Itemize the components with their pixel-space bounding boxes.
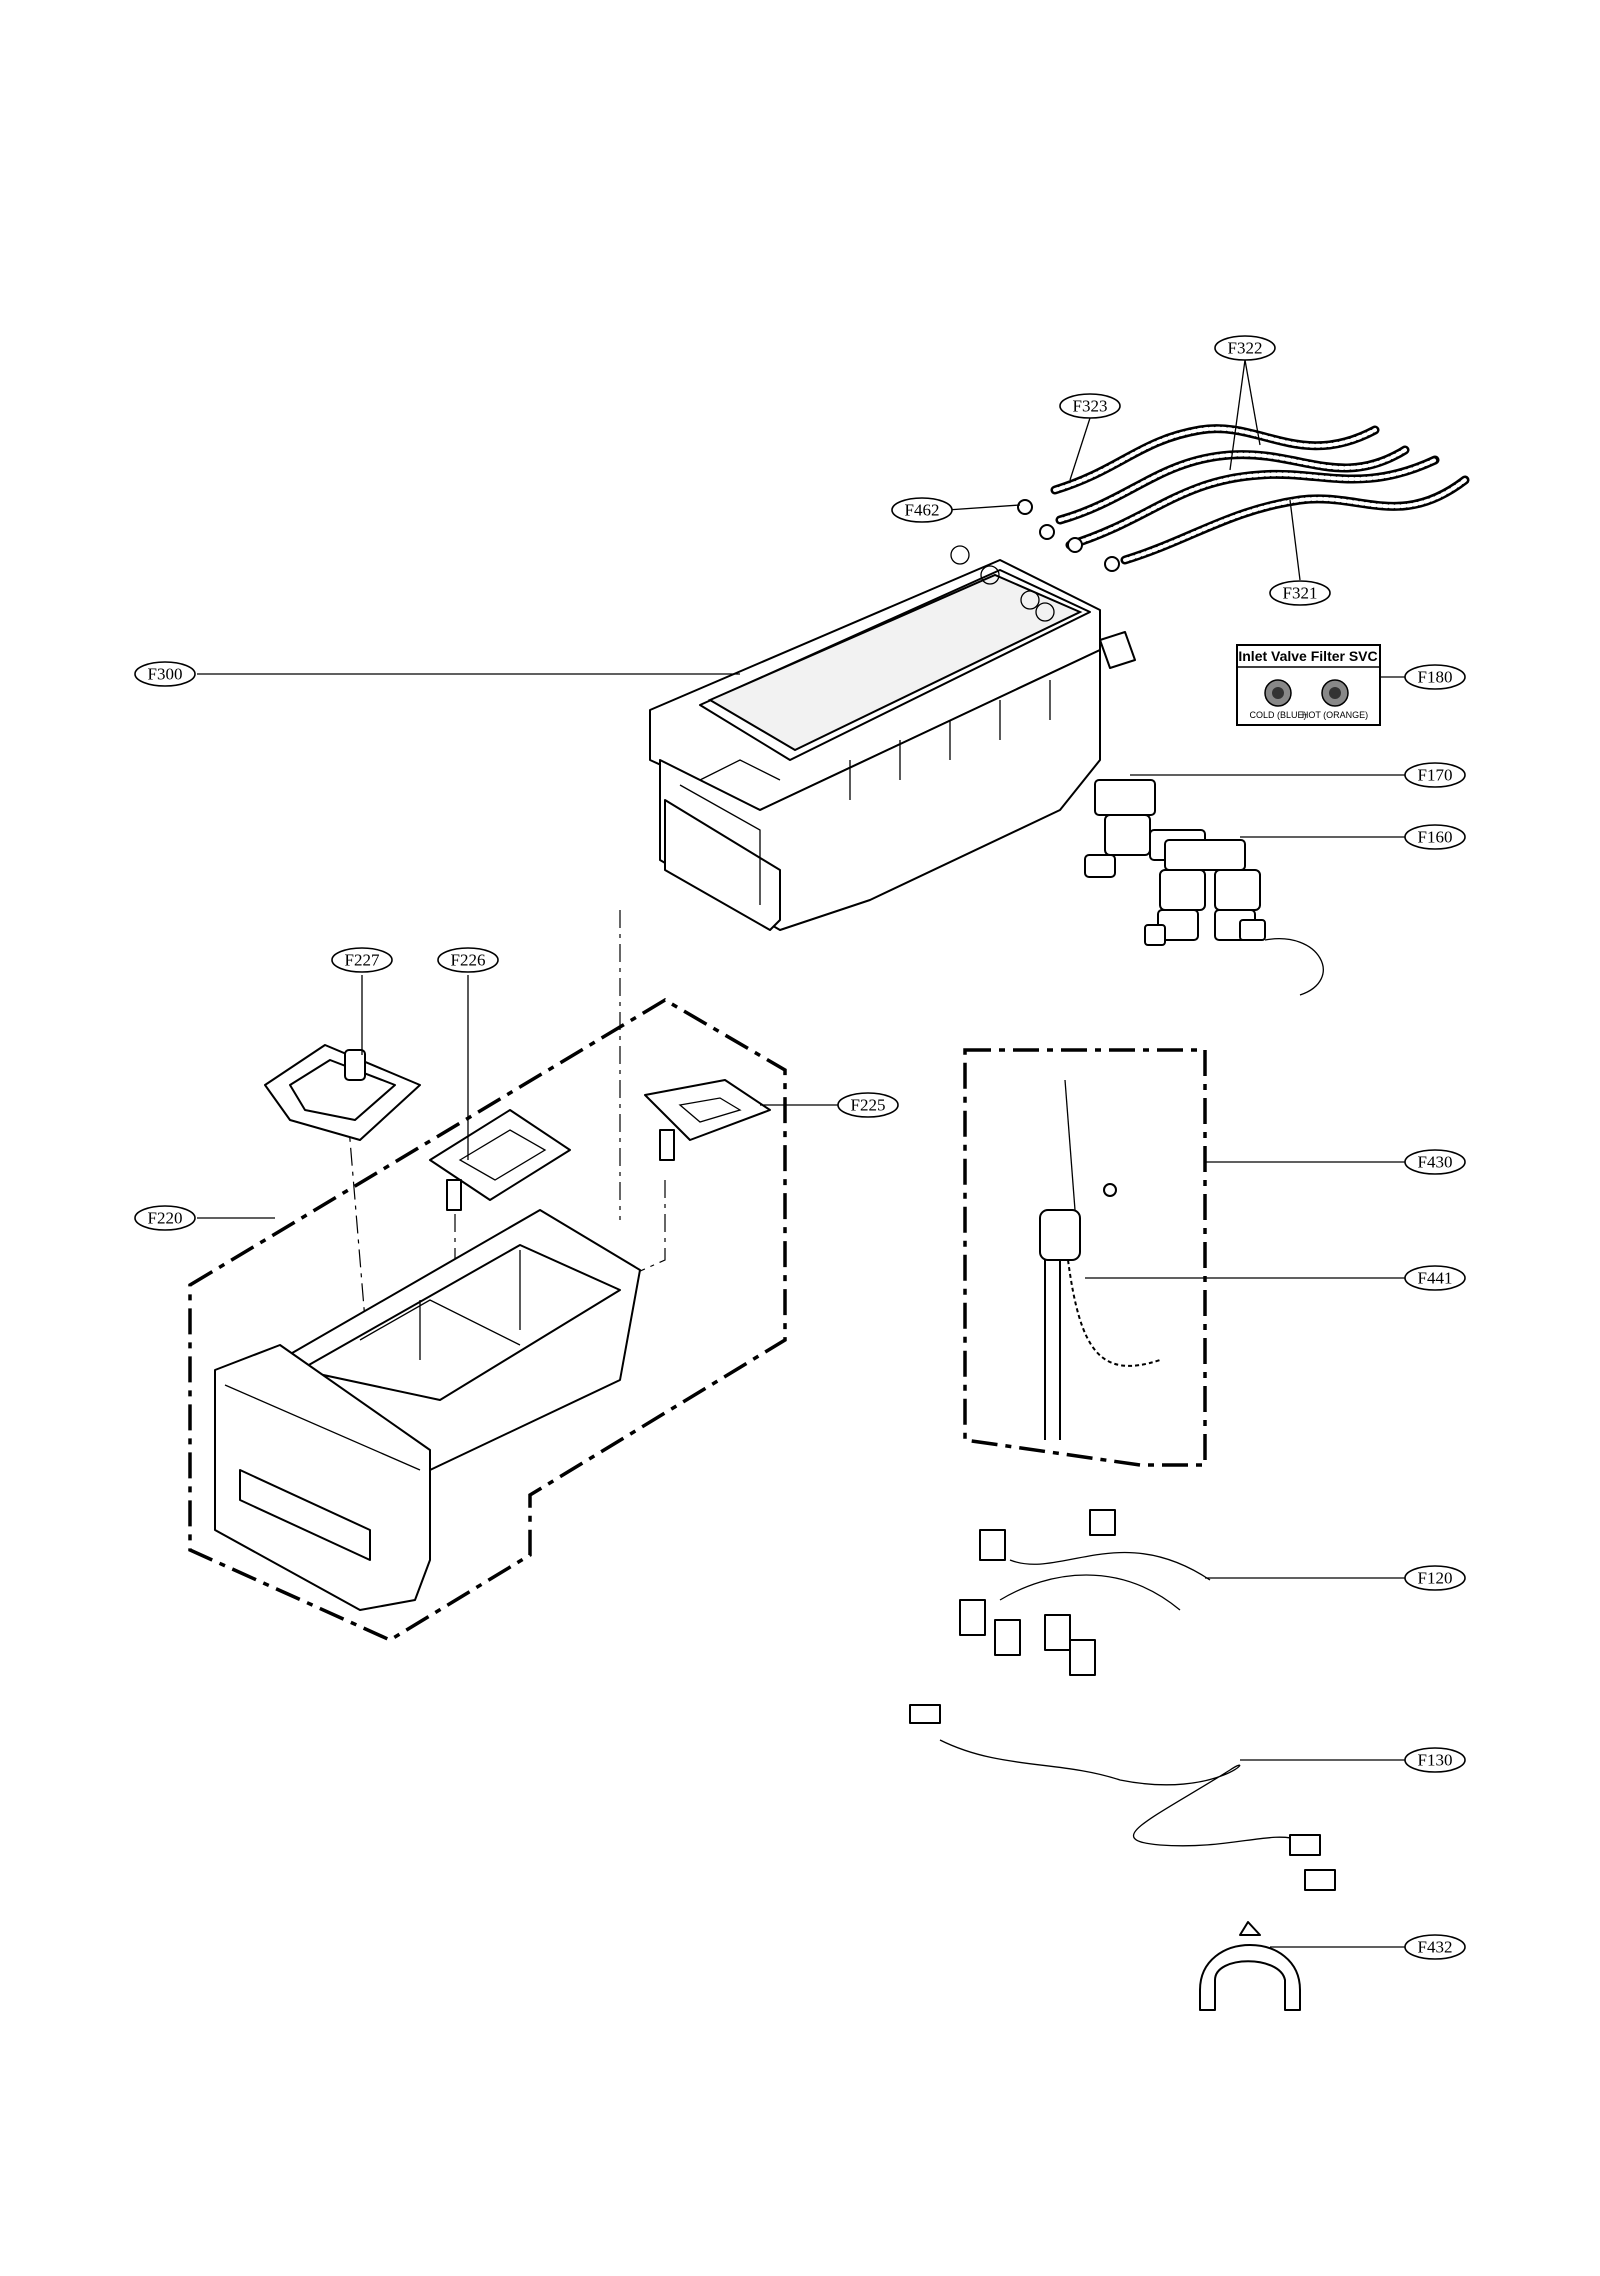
- svg-text:F130: F130: [1418, 1751, 1453, 1770]
- drawer-assembly-boundary: [188, 997, 787, 1642]
- part-labels: F322 F323 F462 F321 F300 F180 F170 F160: [134, 335, 1466, 1960]
- svg-text:F300: F300: [148, 665, 183, 684]
- svg-text:F220: F220: [148, 1209, 183, 1228]
- label-f226: F226: [437, 947, 499, 973]
- cold-caption: COLD (BLUE): [1249, 710, 1306, 720]
- svg-text:F321: F321: [1283, 584, 1318, 603]
- softener-cap: [429, 1109, 571, 1211]
- label-f462: F462: [891, 497, 953, 523]
- hot-caption: HOT (ORANGE): [1302, 710, 1368, 720]
- svg-text:F226: F226: [451, 951, 486, 970]
- label-f160: F160: [1404, 824, 1466, 850]
- svg-text:F462: F462: [905, 501, 940, 520]
- filter-panel-title: Inlet Valve Filter SVC: [1238, 648, 1377, 664]
- label-f432: F432: [1404, 1934, 1466, 1960]
- label-f430: F430: [1404, 1149, 1466, 1175]
- cable-harness: [909, 1704, 1336, 1891]
- water-inlet-valves: [1084, 779, 1324, 996]
- label-f323: F323: [1059, 393, 1121, 419]
- svg-text:F323: F323: [1073, 397, 1108, 416]
- drain-hose-assembly-boundary: [963, 1048, 1207, 1467]
- svg-text:F170: F170: [1418, 766, 1453, 785]
- dispenser-housing: [649, 545, 1136, 931]
- drain-hose: [1039, 1079, 1161, 1440]
- label-f225: F225: [837, 1092, 899, 1118]
- svg-text:F227: F227: [345, 951, 380, 970]
- label-f322: F322: [1214, 335, 1276, 361]
- hose-clamps: [1017, 499, 1120, 572]
- bleach-cap: [644, 1079, 771, 1161]
- siphon-cap: [264, 1044, 421, 1141]
- wire-harness: [959, 1509, 1211, 1676]
- svg-text:F225: F225: [851, 1096, 886, 1115]
- label-f227: F227: [331, 947, 393, 973]
- inlet-valve-filter-panel: Inlet Valve Filter SVC COLD (BLUE) HOT (…: [1236, 644, 1381, 726]
- hose-guide-clip: [1199, 1921, 1301, 2011]
- svg-text:F322: F322: [1228, 339, 1263, 358]
- label-f170: F170: [1404, 762, 1466, 788]
- label-f441: F441: [1404, 1265, 1466, 1291]
- label-f120: F120: [1404, 1565, 1466, 1591]
- dispenser-drawer: [214, 1209, 641, 1611]
- svg-text:F120: F120: [1418, 1569, 1453, 1588]
- leader-lines: [197, 359, 1405, 1948]
- svg-text:F441: F441: [1418, 1269, 1453, 1288]
- svg-text:F160: F160: [1418, 828, 1453, 847]
- inlet-hoses: [1050, 424, 1470, 565]
- label-f220: F220: [134, 1205, 196, 1231]
- svg-text:F432: F432: [1418, 1938, 1453, 1957]
- label-f321: F321: [1269, 580, 1331, 606]
- label-f130: F130: [1404, 1747, 1466, 1773]
- label-f180: F180: [1404, 664, 1466, 690]
- label-f300: F300: [134, 661, 196, 687]
- svg-text:F180: F180: [1418, 668, 1453, 687]
- svg-text:F430: F430: [1418, 1153, 1453, 1172]
